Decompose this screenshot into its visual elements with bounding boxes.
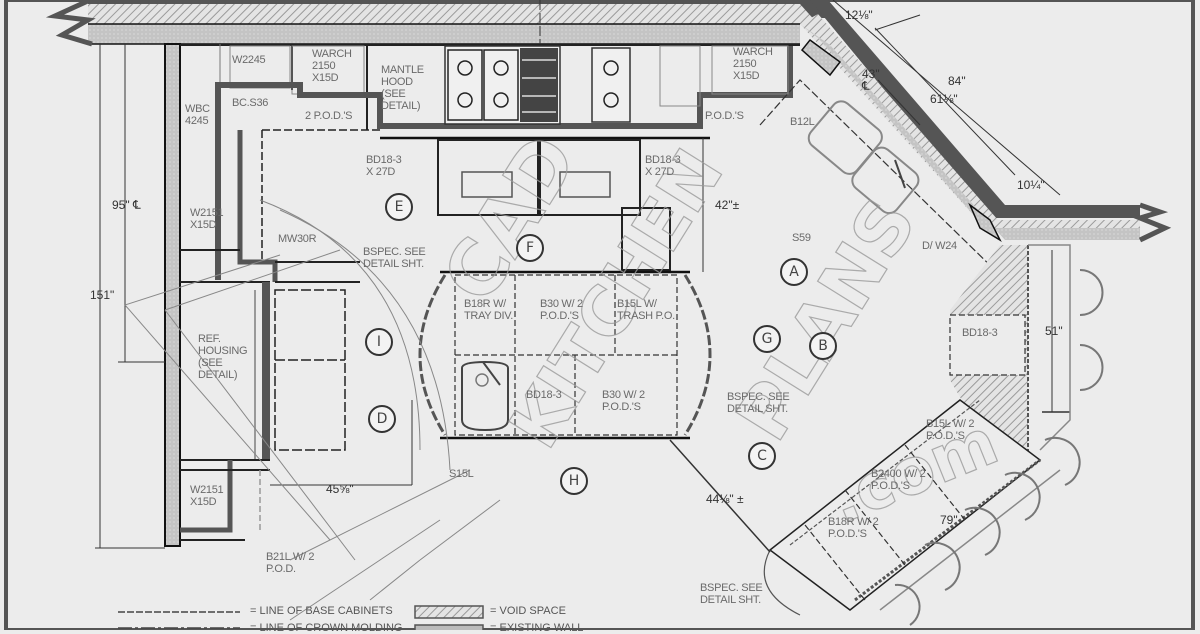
section-marker-h[interactable]: H (560, 467, 588, 495)
island-b30-pods-bottom: B30 W/ 2 P.O.D.'S (602, 389, 645, 413)
cabinet-mantle-hood: MANTLE HOOD (SEE DETAIL) (381, 64, 424, 112)
island-b18r-tray: B18R W/ TRAY DIV. (464, 298, 514, 322)
cabinet-b21l-pod: B21L W/ 2 P.O.D. (266, 551, 315, 575)
cabinet-mw30r: MW30R (278, 233, 317, 245)
cabinet-b15l-pods: B15L W/ 2 P.O.D.'S (926, 418, 975, 442)
section-marker-e[interactable]: E (385, 193, 413, 221)
cabinet-pods-left: 2 P.O.D.'S (305, 110, 353, 122)
cabinet-s59: S59 (792, 232, 811, 244)
cabinet-s15l: S15L (449, 468, 474, 480)
dimension-42: 42"± (715, 198, 740, 212)
cabinet-wbc-4245: WBC 4245 (185, 103, 210, 127)
dimension-151: 151" (90, 288, 115, 302)
dimension-51: 51" (1045, 324, 1063, 338)
dimension-84: 84" (948, 74, 966, 88)
cabinet-w2151-top: W2151 X15D (190, 207, 224, 231)
dimension-10: 10¼" (1017, 178, 1045, 192)
dimension-45: 45⅝" (326, 482, 354, 496)
cabinet-bd18-right: BD18-3 X 27D (645, 154, 681, 178)
cabinet-bspec-bottom: BSPEC. SEE DETAIL SHT. (700, 582, 763, 606)
cabinet-b12l: B12L (790, 116, 815, 128)
section-marker-i[interactable]: I (365, 328, 393, 356)
cabinet-bd18-bar: BD18-3 (962, 327, 998, 339)
island-b30-pods-top: B30 W/ 2 P.O.D.'S (540, 298, 583, 322)
cabinet-bspec-mid: BSPEC. SEE DETAIL SHT. (727, 391, 790, 415)
section-marker-f[interactable]: F (516, 234, 544, 262)
island-b15l-trash: B15L W/ TRASH P.O. (617, 298, 675, 322)
section-marker-d[interactable]: D (368, 405, 396, 433)
section-marker-a[interactable]: A (780, 258, 808, 286)
dimension-79: 79" (940, 513, 958, 527)
dimension-12: 12⅛" (845, 8, 873, 22)
section-marker-g[interactable]: G (753, 325, 781, 353)
cabinet-ref-housing: REF. HOUSING (SEE DETAIL) (198, 333, 248, 381)
cabinet-bc-s36: BC.S36 (232, 97, 269, 109)
cabinet-b2400-pods: B2400 W/ 2 P.O.D.'S (871, 468, 926, 492)
cabinet-warch-left: WARCH 2150 X15D (312, 48, 352, 84)
cabinet-pods-right: P.O.D.'S (705, 110, 744, 122)
dimension-43: 43" ℄ (862, 67, 880, 93)
cabinet-warch-right: WARCH 2150 X15D (733, 46, 773, 82)
dimension-95: 95" ℄ (112, 198, 141, 212)
legend-crown-molding: = LINE OF CROWN MOLDING (250, 622, 403, 634)
legend-base-cabinets: = LINE OF BASE CABINETS (250, 605, 393, 617)
cabinet-dw24: D/ W24 (922, 240, 957, 252)
cabinet-bspec-left: BSPEC. SEE DETAIL SHT. (363, 246, 426, 270)
cabinet-b18r-pods: B18R W/ 2 P.O.D.'S (828, 516, 879, 540)
cabinet-w2151-bottom: W2151 X15D (190, 484, 224, 508)
legend-existing-wall: = EXISTING WALL (490, 622, 584, 634)
dimension-61: 61⅛" (930, 92, 958, 106)
section-marker-b[interactable]: B (809, 332, 837, 360)
section-marker-c[interactable]: C (748, 442, 776, 470)
dimension-44: 44⅛" ± (706, 492, 744, 506)
cabinet-w2245: W2245 (232, 54, 266, 66)
legend-void-space: = VOID SPACE (490, 605, 566, 617)
cabinet-bd18-left: BD18-3 X 27D (366, 154, 402, 178)
island-bd18-3: BD18-3 (526, 389, 562, 401)
